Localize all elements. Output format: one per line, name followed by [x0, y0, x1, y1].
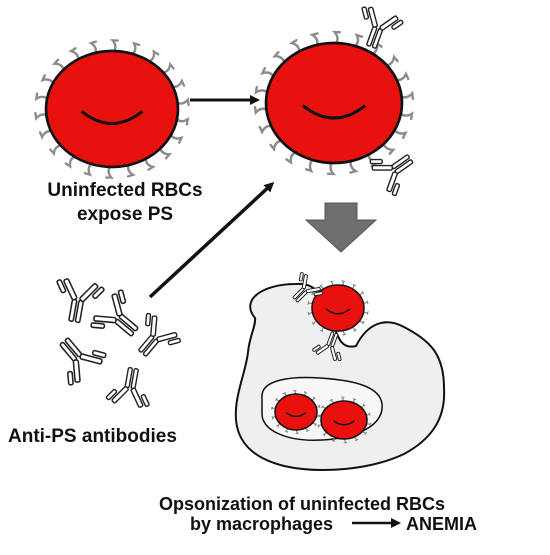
red-blood-cell-icon [311, 284, 365, 332]
antibody-bound-2 [369, 154, 414, 197]
antibody-free-5 [105, 366, 150, 408]
antibody-free-2 [90, 289, 139, 337]
red-blood-cell-icon [274, 393, 318, 431]
rbc-pallor [80, 110, 144, 125]
antibody-free-3 [138, 312, 181, 357]
antibody-bound-1 [361, 6, 404, 49]
antibodies-label: Anti-PS antibodies [8, 426, 177, 447]
antibody-small-2 [312, 331, 342, 362]
rbc-label-line1: Uninfected RBCs [47, 180, 203, 201]
rbc-phagocytosed-1 [271, 390, 321, 434]
outcome-label-line2-right: ANEMIA [406, 514, 477, 534]
red-blood-cell-icon [264, 41, 404, 165]
red-blood-cell-icon [44, 49, 180, 169]
red-blood-cell-icon [320, 400, 368, 440]
antibody-free-4 [59, 337, 107, 386]
rbc-pallor [285, 412, 307, 418]
outcome-label-line2-left: by macrophages [190, 514, 334, 534]
rbc-phagocytosed-2 [316, 396, 372, 444]
block-arrow-down-icon [304, 202, 378, 253]
rbc-uninfected [34, 39, 190, 179]
outcome-label-line1: Opsonization of uninfected RBCs [159, 494, 445, 514]
rbc-engulfing [307, 280, 369, 336]
antibody-free-1 [56, 278, 105, 324]
rbc-opsonized [253, 30, 415, 176]
arrow-diagonal [148, 181, 275, 299]
rbc-pallor [325, 308, 351, 315]
antibody-small-1 [292, 272, 323, 303]
rbc-pallor [332, 420, 356, 426]
rbc-label-line2: expose PS [76, 204, 174, 225]
rbc-pallor [301, 104, 367, 120]
